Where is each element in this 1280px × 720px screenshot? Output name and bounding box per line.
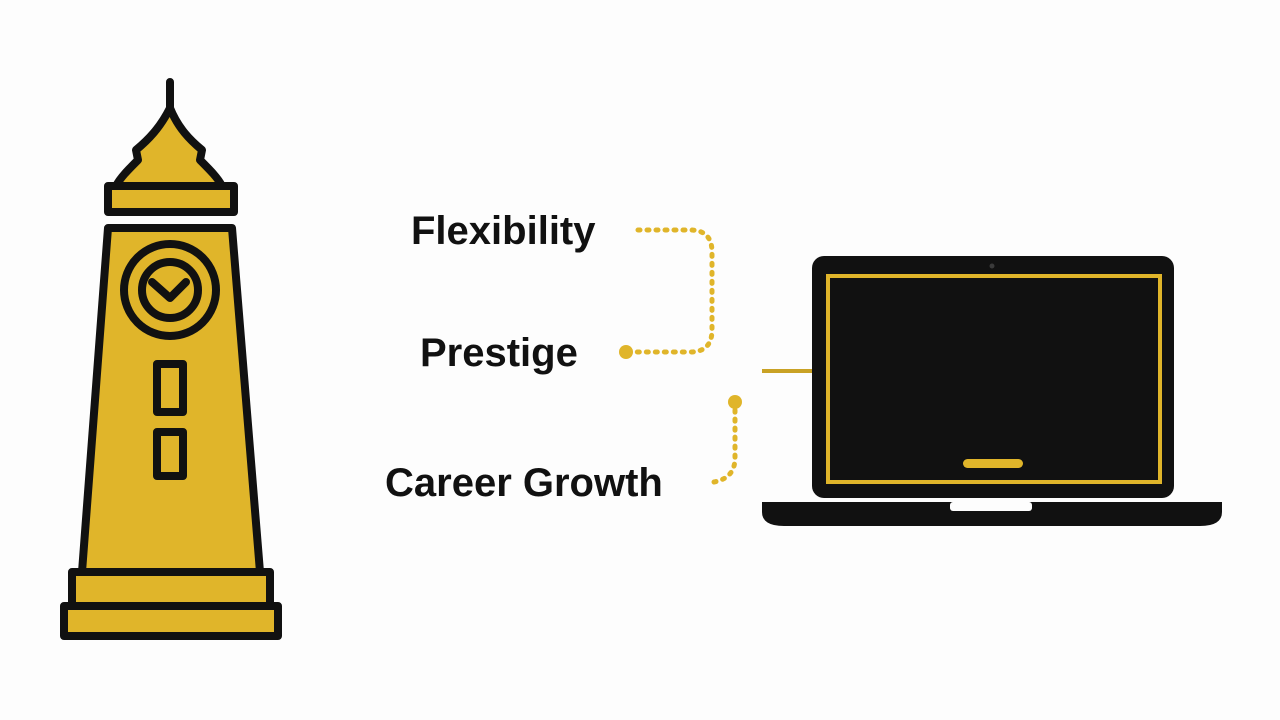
clock-tower-icon xyxy=(60,78,282,640)
tower-window-lower xyxy=(153,428,187,480)
tower-ledge xyxy=(104,182,238,216)
tower-base-lower xyxy=(60,602,282,640)
label-flexibility: Flexibility xyxy=(411,209,596,253)
laptop-icon xyxy=(762,256,1222,526)
tower-window-upper xyxy=(153,360,187,416)
laptop-hinge-notch xyxy=(950,502,1032,511)
laptop-camera xyxy=(989,263,995,269)
connector-flexibility-prestige xyxy=(625,227,715,355)
connector-career-laptop xyxy=(711,399,738,485)
label-prestige: Prestige xyxy=(420,331,578,375)
tower-base-upper xyxy=(68,568,274,610)
connector-dot-laptop xyxy=(728,395,742,409)
laptop-base xyxy=(762,502,1222,526)
clock-hands xyxy=(148,278,190,302)
laptop-screen xyxy=(826,274,1162,484)
laptop-screen-bar xyxy=(963,459,1023,468)
tower-spire xyxy=(112,78,226,190)
connector-dot-prestige xyxy=(619,345,633,359)
clock-face-inner xyxy=(138,258,202,322)
label-career-growth: Career Growth xyxy=(385,461,663,505)
